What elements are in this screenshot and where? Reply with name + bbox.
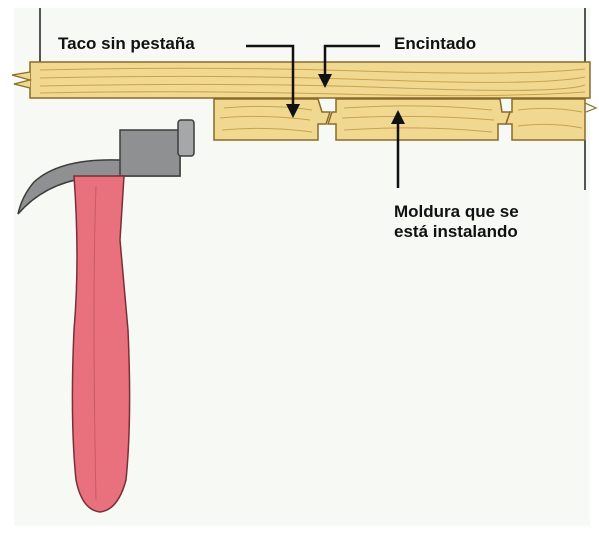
label-moldura: Moldura que se está instalando [394,202,519,242]
label-taco-sin-pestana: Taco sin pestaña [58,34,195,53]
label-moldura-line-1: Moldura que se [394,202,519,221]
board-1 [213,98,332,141]
furring-strip [11,61,591,99]
arrow-up-icon [391,110,405,124]
arrow-down-icon [318,74,332,88]
arrow-taco-line [246,44,295,110]
arrow-encintado-line [323,44,380,80]
label-encintado: Encintado [394,34,477,53]
label-moldura-line-2: está instalando [394,222,518,241]
hammer-icon [17,119,195,513]
board-3 [504,98,586,141]
molding-boards [213,98,598,141]
arrow-down-icon [286,104,300,118]
callout-arrows [246,44,405,188]
